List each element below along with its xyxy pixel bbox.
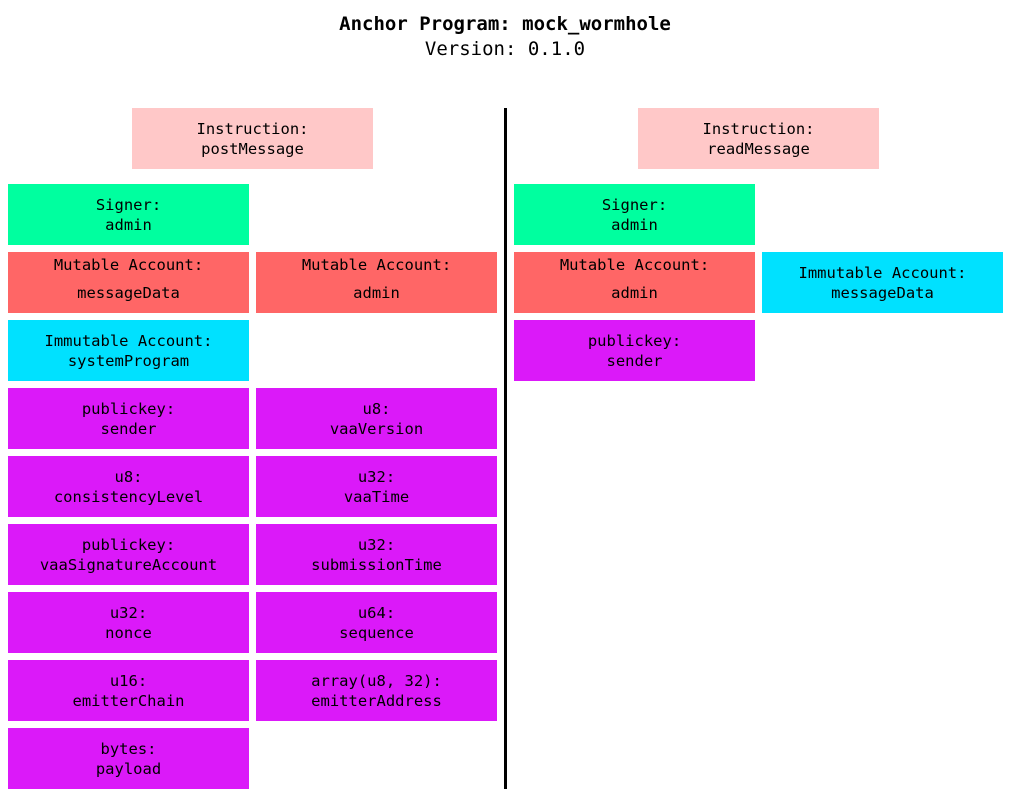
arg-type: u8: <box>114 467 143 486</box>
mutable-account-label: Mutable Account: <box>53 256 204 274</box>
signer-box: Signer: admin <box>8 184 249 245</box>
mutable-account-name: admin <box>353 284 400 302</box>
signer-label: Signer: <box>601 195 668 214</box>
signer-name: admin <box>105 215 152 234</box>
arg-box: publickey: sender <box>8 388 249 449</box>
program-title: Anchor Program: mock_wormhole <box>339 13 671 35</box>
diagram-header: Anchor Program: mock_wormhole Version: 0… <box>0 12 1010 62</box>
arg-type: publickey: <box>81 399 176 418</box>
arg-name: submissionTime <box>311 555 442 574</box>
arg-box: u64: sequence <box>256 592 497 653</box>
instruction-read-message: Instruction: readMessage <box>638 108 879 169</box>
mutable-account-box: Mutable Account: admin <box>256 252 497 313</box>
arg-type: bytes: <box>100 739 157 758</box>
instruction-label: Instruction: <box>196 119 309 138</box>
arg-box: publickey: sender <box>514 320 755 381</box>
arg-type: u8: <box>362 399 391 418</box>
immutable-account-box: Immutable Account: systemProgram <box>8 320 249 381</box>
mutable-account-box: Mutable Account: messageData <box>8 252 249 313</box>
immutable-account-name: messageData <box>831 283 934 302</box>
arg-name: vaaVersion <box>329 419 424 438</box>
instruction-post-message: Instruction: postMessage <box>132 108 373 169</box>
arg-name: nonce <box>105 623 152 642</box>
signer-box: Signer: admin <box>514 184 755 245</box>
arg-name: sender <box>100 419 157 438</box>
mutable-account-name: admin <box>611 284 658 302</box>
arg-box: u8: vaaVersion <box>256 388 497 449</box>
arg-type: array(u8, 32): <box>311 671 442 690</box>
arg-name: vaaSignatureAccount <box>39 555 218 574</box>
instruction-name: postMessage <box>201 139 304 158</box>
immutable-account-label: Immutable Account: <box>798 263 967 282</box>
instruction-label: Instruction: <box>702 119 815 138</box>
arg-type: u64: <box>357 603 396 622</box>
arg-type: u32: <box>109 603 148 622</box>
arg-type: u32: <box>357 467 396 486</box>
column-divider <box>504 108 507 789</box>
arg-box: u8: consistencyLevel <box>8 456 249 517</box>
mutable-account-label: Mutable Account: <box>559 256 710 274</box>
arg-type: publickey: <box>81 535 176 554</box>
arg-type: publickey: <box>587 331 682 350</box>
arg-name: vaaTime <box>343 487 410 506</box>
arg-box: u32: vaaTime <box>256 456 497 517</box>
arg-type: u32: <box>357 535 396 554</box>
program-version: Version: 0.1.0 <box>424 38 586 60</box>
arg-name: emitterChain <box>72 691 185 710</box>
arg-name: sequence <box>339 623 414 642</box>
signer-name: admin <box>611 215 658 234</box>
arg-name: consistencyLevel <box>53 487 204 506</box>
mutable-account-box: Mutable Account: admin <box>514 252 755 313</box>
arg-box: u32: nonce <box>8 592 249 653</box>
arg-name: sender <box>606 351 663 370</box>
arg-box: u32: submissionTime <box>256 524 497 585</box>
immutable-account-label: Immutable Account: <box>44 331 213 350</box>
arg-box: array(u8, 32): emitterAddress <box>256 660 497 721</box>
mutable-account-name: messageData <box>77 284 180 302</box>
immutable-account-box: Immutable Account: messageData <box>762 252 1003 313</box>
arg-name: emitterAddress <box>311 691 442 710</box>
arg-box: bytes: payload <box>8 728 249 789</box>
arg-name: payload <box>95 759 162 778</box>
arg-type: u16: <box>109 671 148 690</box>
arg-box: publickey: vaaSignatureAccount <box>8 524 249 585</box>
instruction-name: readMessage <box>707 139 810 158</box>
mutable-account-label: Mutable Account: <box>301 256 452 274</box>
arg-box: u16: emitterChain <box>8 660 249 721</box>
immutable-account-name: systemProgram <box>67 351 190 370</box>
signer-label: Signer: <box>95 195 162 214</box>
